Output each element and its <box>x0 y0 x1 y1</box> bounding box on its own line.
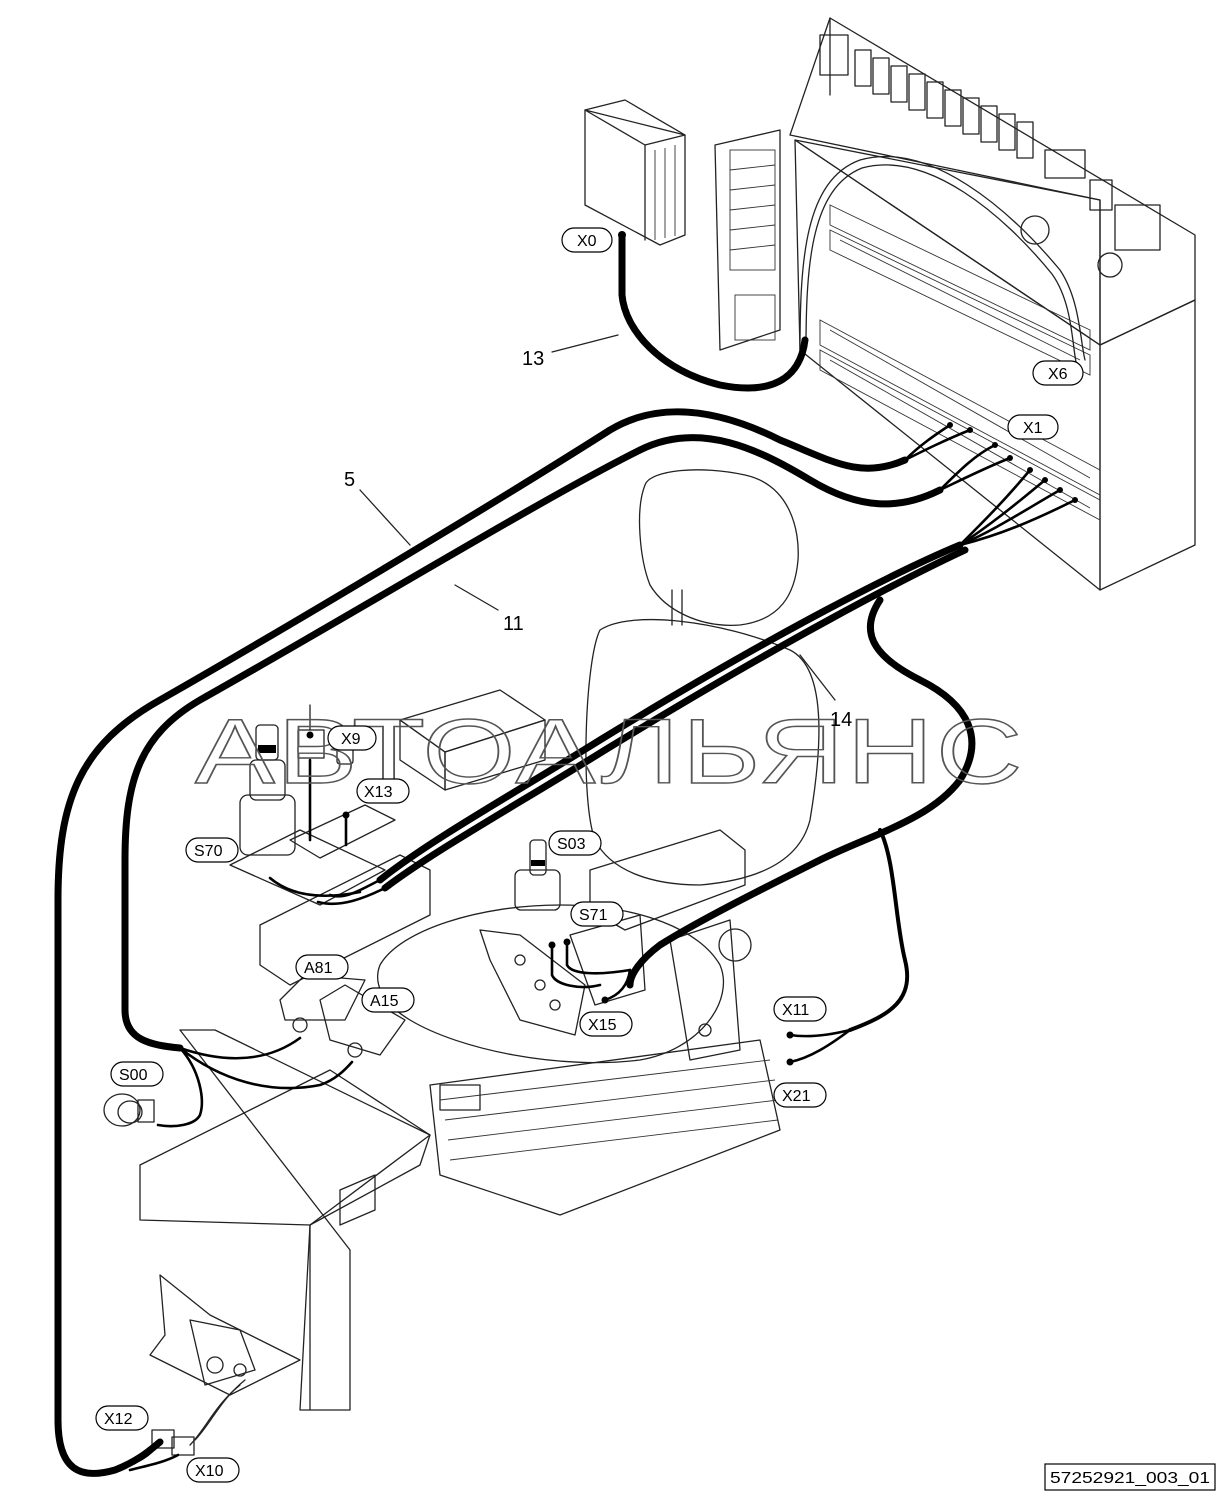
tag-s00: S00 <box>110 1061 164 1087</box>
watermark-text: АВТОАЛЬЯНС <box>195 701 1025 803</box>
item-11: 11 <box>503 613 524 635</box>
tag-x11: X11 <box>773 996 827 1022</box>
svg-text:A81: A81 <box>304 960 333 977</box>
svg-text:S70: S70 <box>194 843 223 860</box>
item-numbers: 13 5 11 14 <box>344 348 852 731</box>
instrument-units <box>279 974 406 1058</box>
relay-row <box>819 34 1161 278</box>
harness-cables <box>54 231 1077 1477</box>
s00-switch <box>103 1093 155 1127</box>
left-console <box>139 854 431 1411</box>
tag-x15: X15 <box>579 1011 633 1037</box>
svg-text:X9: X9 <box>341 731 361 748</box>
item-leaders <box>359 334 836 701</box>
tag-a81: A81 <box>295 954 349 980</box>
tag-x9: X9 <box>327 725 377 751</box>
tag-x10: X10 <box>186 1457 240 1483</box>
joystick-s70-assembly <box>229 704 396 906</box>
tag-s03: S03 <box>548 830 602 856</box>
control-module <box>584 99 686 246</box>
electrical-cabinet <box>714 17 1196 591</box>
svg-text:X11: X11 <box>782 1002 809 1019</box>
item-14: 14 <box>830 709 852 731</box>
tag-x21: X21 <box>773 1082 827 1108</box>
tag-x0: X0 <box>561 227 613 253</box>
svg-text:X6: X6 <box>1048 366 1068 383</box>
tag-x1: X1 <box>1007 414 1059 440</box>
svg-text:X10: X10 <box>195 1463 224 1480</box>
svg-text:X1: X1 <box>1023 420 1043 437</box>
svg-text:S00: S00 <box>119 1067 148 1084</box>
svg-text:X13: X13 <box>364 784 393 801</box>
tag-s71: S71 <box>570 901 624 927</box>
terminal-strip <box>714 129 781 351</box>
svg-text:S03: S03 <box>557 836 586 853</box>
item-13: 13 <box>522 348 544 370</box>
item-5: 5 <box>344 469 355 491</box>
connector-dots <box>306 231 1078 1066</box>
tag-x13: X13 <box>356 778 410 804</box>
drawing-number-box: 57252921_003_01 <box>1044 1463 1216 1491</box>
joystick-s03-assembly <box>479 839 646 1036</box>
drawing-number: 57252921_003_01 <box>1050 1470 1210 1487</box>
x12-x10-connectors <box>151 1379 246 1456</box>
tag-x12: X12 <box>95 1405 149 1431</box>
svg-text:X15: X15 <box>588 1017 617 1034</box>
svg-text:X0: X0 <box>577 233 597 250</box>
tag-x6: X6 <box>1032 360 1084 386</box>
tag-a15: A15 <box>361 987 415 1013</box>
connector-tags: X0 X6 X1 X9 X13 S70 S03 S71 A81 A15 X15 … <box>95 227 1084 1483</box>
svg-text:X21: X21 <box>782 1088 811 1105</box>
svg-text:A15: A15 <box>370 993 399 1010</box>
svg-text:X12: X12 <box>104 1411 133 1428</box>
svg-text:S71: S71 <box>579 907 608 924</box>
tag-s70: S70 <box>185 837 239 863</box>
terminal-rails <box>819 204 1101 521</box>
